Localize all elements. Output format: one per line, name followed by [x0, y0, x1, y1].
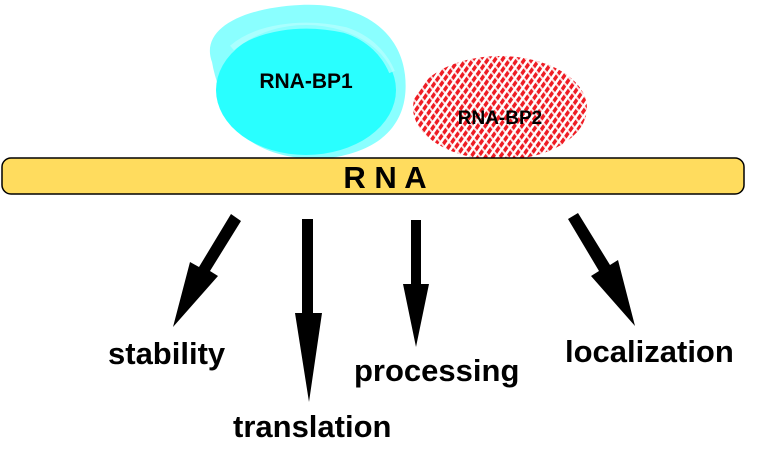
rna-bar	[1, 157, 745, 195]
arrow-translation-icon	[295, 219, 322, 402]
arrow-localization-icon	[568, 213, 635, 326]
arrow-stability-icon	[173, 214, 241, 327]
rna-bp2-hatch-overlay	[413, 56, 587, 160]
arrow-localization	[568, 213, 635, 326]
outcome-localization-label: localization	[565, 334, 734, 369]
rna-bp2-label: RNA-BP2	[458, 108, 542, 129]
rna-bp1-protein: RNA-BP1	[209, 4, 406, 159]
outcome-processing-label: processing	[354, 353, 519, 388]
arrow-stability	[173, 214, 241, 327]
arrow-processing-icon	[403, 220, 429, 347]
arrow-processing	[403, 220, 429, 347]
outcome-stability-label: stability	[108, 336, 226, 371]
rna-strand: R N A	[1, 157, 745, 195]
rna-bp1-highlight	[230, 22, 395, 74]
outcome-translation-label: translation	[233, 409, 391, 444]
arrow-translation	[295, 219, 322, 402]
rna-bp2-protein: RNA-BP2	[413, 56, 587, 160]
rna-bp1-label: RNA-BP1	[259, 70, 353, 93]
rna-label: R N A	[343, 160, 426, 195]
rna-bp1-body	[216, 25, 396, 155]
